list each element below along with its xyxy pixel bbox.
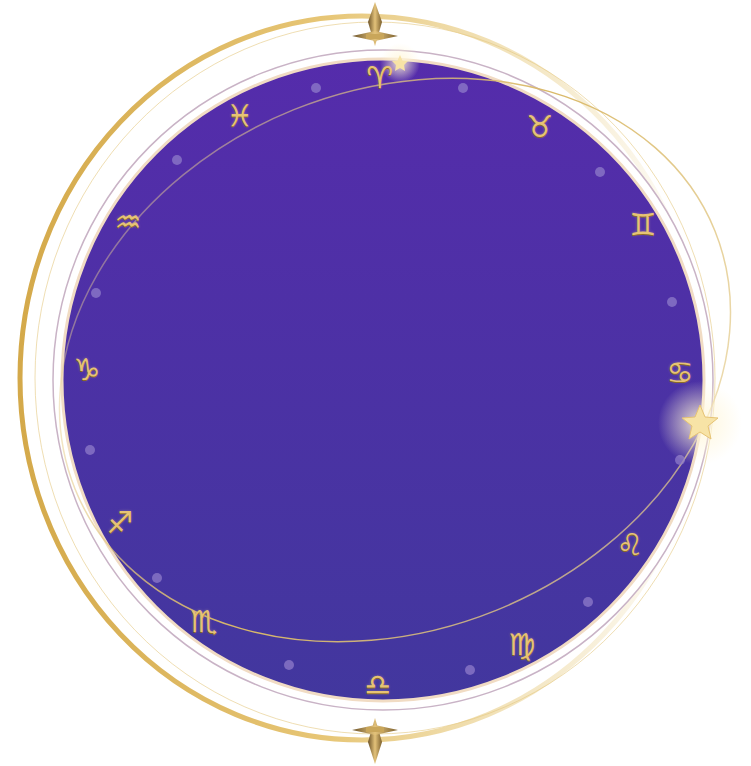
top-pin xyxy=(352,2,398,46)
bottom-pin xyxy=(352,718,398,764)
star-small xyxy=(392,55,408,71)
ring-dots xyxy=(85,83,685,675)
thin-orbit xyxy=(0,0,751,740)
zodiac-sign: ♏ xyxy=(191,607,218,637)
zodiac-sign: ♑ xyxy=(74,355,101,385)
zodiac-sign: ♎ xyxy=(365,670,392,700)
zodiac-sign: ♌ xyxy=(617,530,644,560)
outer-ring xyxy=(53,50,713,710)
star xyxy=(682,405,718,439)
gold-orbit-inner xyxy=(35,22,715,734)
zodiac-sign: ♋ xyxy=(667,358,694,388)
zodiac-sign: ♊ xyxy=(630,210,657,240)
zodiac-sign: ♐ xyxy=(107,508,134,538)
star-glow xyxy=(658,381,742,465)
zodiac-sign: ♈ xyxy=(367,63,394,93)
zodiac-sign: ♉ xyxy=(527,112,554,142)
zodiac-sign: ♓ xyxy=(227,101,254,131)
zodiac-disc xyxy=(62,59,704,701)
gold-orbit xyxy=(20,16,704,740)
zodiac-sign: ♒ xyxy=(115,207,142,237)
zodiac-sign: ♍ xyxy=(509,630,536,660)
